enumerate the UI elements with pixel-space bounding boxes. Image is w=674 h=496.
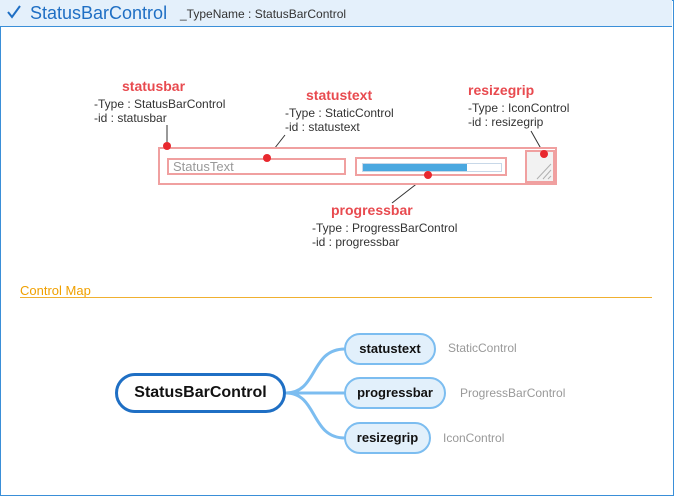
statusbar-type: -Type : StatusBarControl bbox=[94, 97, 226, 111]
progressbar-label: progressbar bbox=[331, 202, 413, 218]
statustext-label: statustext bbox=[306, 87, 373, 103]
statustext-mockup: StatusText bbox=[167, 158, 346, 175]
mindmap-type-statustext: StaticControl bbox=[448, 341, 517, 355]
resize-grip-icon bbox=[536, 163, 552, 180]
resizegrip-label: resizegrip bbox=[468, 82, 535, 98]
resizegrip-id: -id : resizegrip bbox=[468, 115, 544, 129]
statustext-marker bbox=[263, 154, 271, 162]
resizegrip-type: -Type : IconControl bbox=[468, 101, 570, 115]
mindmap-node-statustext: statustext bbox=[344, 333, 436, 365]
page-title: StatusBarControl bbox=[30, 3, 168, 23]
mindmap-node-progressbar: progressbar bbox=[344, 377, 446, 409]
control-map-divider bbox=[20, 297, 652, 298]
progressbar-marker bbox=[424, 171, 432, 179]
header-bar: StatusBarControl _TypeName : StatusBarCo… bbox=[0, 0, 672, 27]
progress-fill bbox=[363, 164, 467, 171]
checkmark-icon bbox=[7, 5, 21, 19]
resizegrip-marker bbox=[540, 150, 548, 158]
mindmap-node-resizegrip: resizegrip bbox=[344, 422, 431, 454]
statusbar-marker bbox=[163, 142, 171, 150]
progress-track bbox=[362, 163, 502, 172]
statustext-type: -Type : StaticControl bbox=[285, 106, 394, 120]
type-name: _TypeName : StatusBarControl bbox=[180, 7, 347, 21]
mindmap-root-node: StatusBarControl bbox=[115, 373, 286, 413]
mindmap-type-progressbar: ProgressBarControl bbox=[460, 386, 566, 400]
statusbar-id: -id : statusbar bbox=[94, 111, 167, 125]
statusbar-label: statusbar bbox=[122, 78, 186, 94]
progressbar-type: -Type : ProgressBarControl bbox=[312, 221, 458, 235]
progressbar-id: -id : progressbar bbox=[312, 235, 400, 249]
control-map-title: Control Map bbox=[20, 283, 91, 298]
statustext-id: -id : statustext bbox=[285, 120, 360, 134]
mindmap-type-resizegrip: IconControl bbox=[443, 431, 505, 445]
